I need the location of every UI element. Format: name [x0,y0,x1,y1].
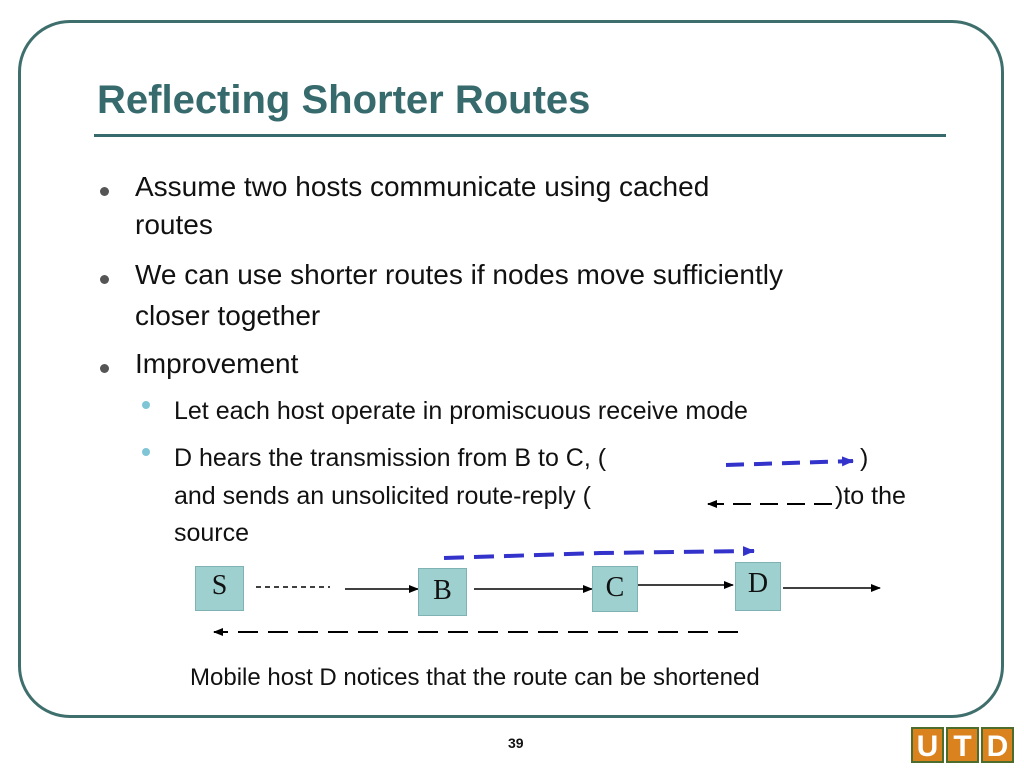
logo-letter: D [981,727,1014,763]
slide-frame [18,20,1004,718]
node-c: C [592,566,638,612]
node-d: D [735,562,781,611]
logo-letter: U [911,727,944,763]
diagram-caption: Mobile host D notices that the route can… [190,664,760,691]
bullet-dot [100,364,109,373]
legend-overheard-arrow [725,456,854,467]
bullet-1-line-2: routes [135,209,213,240]
node-s: S [195,566,244,611]
sub-bullet-2-line-2b: )to the [835,482,906,510]
sub-bullet-2-line-2a: and sends an unsolicited route-reply ( [174,482,591,510]
bullet-dot [100,275,109,284]
sub-bullet-2-line-1b: ) [860,444,869,472]
node-b: B [418,568,467,616]
utd-logo: U T D [911,727,1014,763]
page-number: 39 [508,735,524,751]
bullet-dot [100,187,109,196]
sub-bullet-1: Let each host operate in promiscuous rec… [174,397,748,425]
sub-bullet-2-line-3: source [174,519,250,547]
sub-bullet-dot [142,401,150,409]
title-underline [94,134,946,137]
bullet-3-line-1: Improvement [135,348,299,379]
logo-letter: T [946,727,979,763]
bullet-2-line-1: We can use shorter routes if nodes move … [135,259,783,290]
overheard-transmission-arrow [443,546,755,560]
slide-title: Reflecting Shorter Routes [97,78,591,122]
sub-bullet-dot [142,448,150,456]
bullet-1-line-1: Assume two hosts communicate using cache… [135,171,710,202]
sub-bullet-2-line-1a: D hears the transmission from B to C, ( [174,444,607,472]
bullet-2-line-2: closer together [135,300,321,331]
